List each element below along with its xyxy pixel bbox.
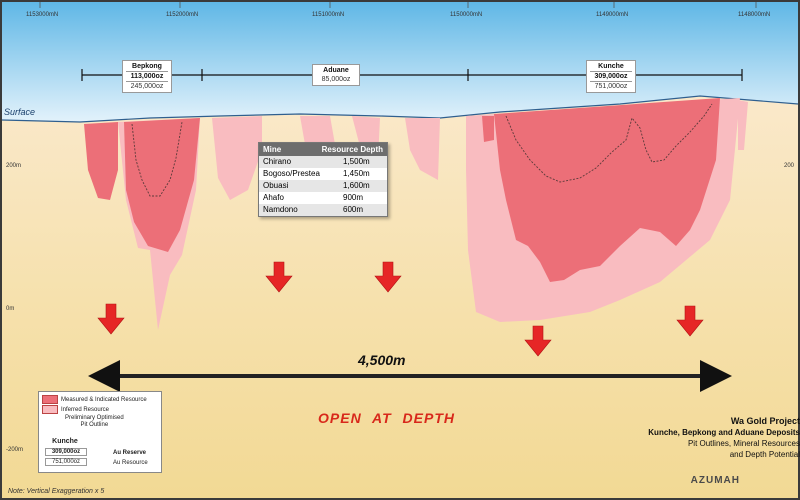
northing-label: 1149000mN (596, 12, 629, 18)
table-row: Chirano 1,500m (259, 156, 387, 168)
deposit-kunche: Kunche 309,000oz 751,000oz (586, 60, 636, 93)
surface-label: Surface (4, 107, 36, 117)
legend-measured-label: Measured & Indicated Resource (61, 396, 147, 403)
deposit-resource: 309,000oz (590, 71, 632, 82)
depth-arrow-4 (524, 325, 552, 357)
legend: Measured & Indicated Resource Inferred R… (38, 391, 162, 473)
surface-line (1, 95, 799, 123)
elevation-label-right: 200 (784, 163, 795, 169)
azumah-logo: AZUMAH (690, 475, 740, 486)
northing-label: 1153000mN (26, 12, 59, 18)
deposit-name: Kunche (598, 63, 624, 70)
table-row: Obuasi 1,600m (259, 180, 387, 192)
inferred-swatch (42, 405, 58, 414)
project-title-block: Wa Gold Project Kunche, Bepkong and Adua… (600, 416, 800, 460)
legend-measured: Measured & Indicated Resource (42, 395, 147, 404)
deposit-aduane: Aduane 85,000oz (312, 64, 360, 86)
depth-arrows (97, 261, 704, 357)
mine-name: Ahafo (263, 193, 284, 202)
depth-arrow-2 (265, 261, 293, 293)
mine-depth: 1,600m (343, 181, 370, 190)
project-line3: Pit Outlines, Mineral Resources (687, 439, 800, 448)
deposit-name: Bepkong (132, 63, 162, 70)
depth-arrow-3 (374, 261, 402, 293)
header-depth: Resource Depth (321, 145, 383, 154)
table-row: Namdono 600m (259, 204, 387, 216)
mine-depth: 1,500m (343, 157, 370, 166)
northing-label: 1152000mN (166, 12, 199, 18)
legend-reserve-label: Au Reserve (113, 450, 147, 456)
mine-depth: 900m (343, 193, 364, 202)
open-at-depth-label: OPEN AT DEPTH (318, 410, 456, 426)
mine-depth: 600m (343, 205, 364, 214)
legend-pit: Preliminary Optimised Pit Outline (65, 415, 124, 429)
northing-label: 1150000mN (450, 12, 483, 18)
table-header: Mine Resource Depth (259, 143, 387, 156)
deposit-resource: 113,000oz (126, 71, 168, 82)
mine-name: Obuasi (263, 181, 289, 190)
deposit-reserve: 85,000oz (321, 76, 351, 83)
legend-example-name: Kunche (52, 438, 78, 445)
legend-example-reserve: 309,000oz (45, 448, 87, 456)
pit-outlines (131, 103, 713, 197)
northing-label: 1148000mN (738, 12, 771, 18)
mine-name: Namdono (263, 205, 298, 214)
depth-arrow-5 (676, 305, 704, 337)
table-row: Ahafo 900m (259, 192, 387, 204)
deposit-name: Aduane (323, 67, 349, 74)
distance-label: 4,500m (358, 352, 406, 368)
legend-example-resource: 751,000oz (45, 458, 87, 466)
northing-ticks (39, 2, 757, 8)
mine-depth-table: Mine Resource Depth Chirano 1,500m Bogoso… (258, 142, 388, 217)
project-line4: and Depth Potential (729, 450, 800, 459)
project-subtitle: Kunche, Bepkong and Aduane Deposits (648, 428, 800, 437)
measured-resource (84, 98, 720, 282)
project-title: Wa Gold Project (730, 416, 800, 426)
legend-inferred-label: Inferred Resource (61, 406, 110, 413)
deposit-reserve: 751,000oz (594, 83, 628, 90)
deposit-bepkong: Bepkong 113,000oz 245,000oz (122, 60, 172, 93)
table-row: Bogoso/Prestea 1,450m (259, 168, 387, 180)
depth-arrow-1 (97, 303, 125, 335)
mine-name: Chirano (263, 157, 292, 166)
legend-pit-label-2: Pit Outline (80, 422, 109, 428)
elevation-label: 0m (6, 306, 15, 312)
northing-label: 1151000mN (312, 12, 345, 18)
elevation-label: -200m (6, 447, 24, 453)
mine-name: Bogoso/Prestea (263, 169, 320, 178)
legend-inferred: Inferred Resource (42, 405, 109, 414)
header-mine: Mine (263, 145, 282, 154)
legend-pit-label: Preliminary Optimised (65, 415, 124, 421)
deposit-reserve: 245,000oz (130, 83, 164, 90)
elevation-label: 200m (6, 163, 22, 169)
mine-depth: 1,450m (343, 169, 370, 178)
table-body: Chirano 1,500m Bogoso/Prestea 1,450m Obuas… (259, 156, 387, 216)
measured-swatch (42, 395, 58, 404)
exaggeration-note: Note: Vertical Exaggeration x 5 (8, 488, 105, 495)
legend-resource-label: Au Resource (113, 460, 148, 466)
